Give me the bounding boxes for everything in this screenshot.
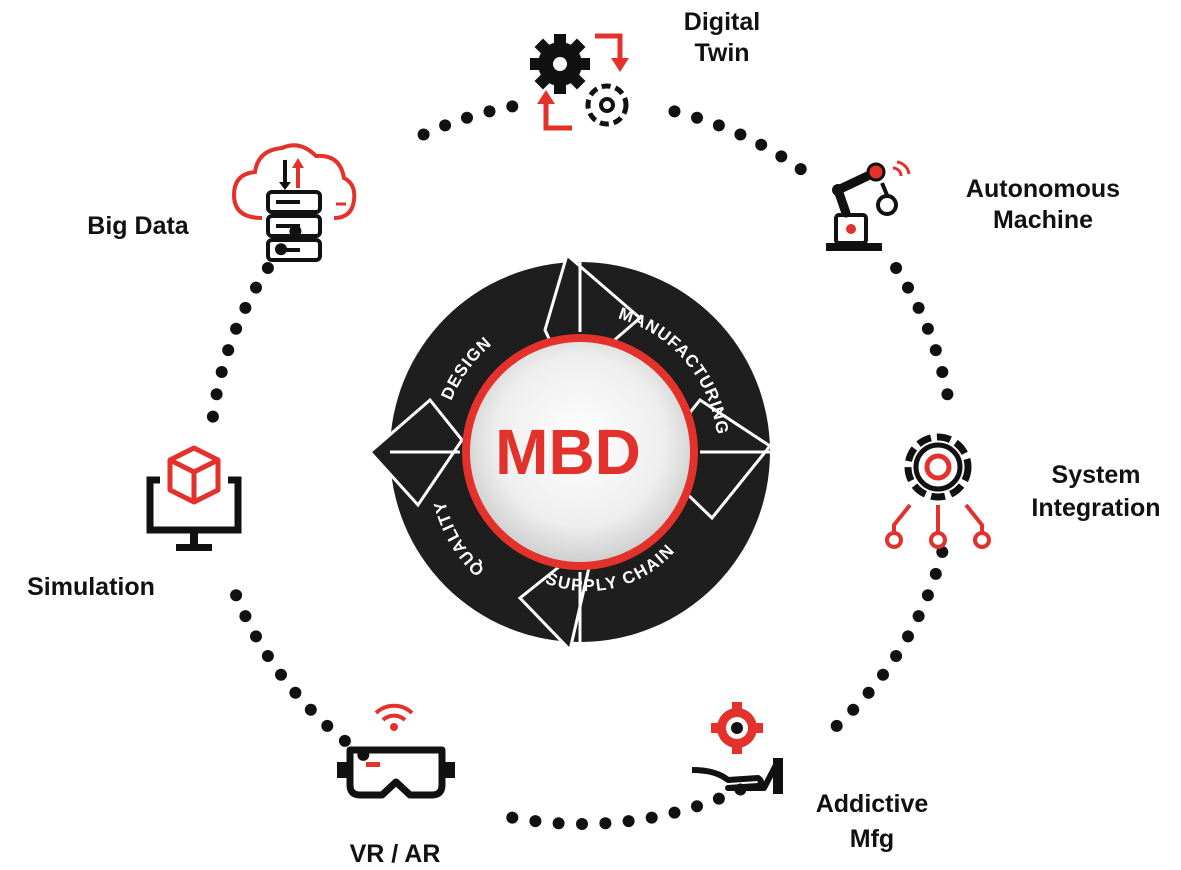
ring-dot — [862, 686, 875, 699]
gears-sync-icon — [530, 33, 629, 131]
ring-dot — [902, 281, 914, 294]
ring-dot — [668, 105, 681, 118]
ring-dot — [483, 105, 496, 118]
node-simulation: Simulation — [27, 573, 155, 601]
ring-dot — [902, 630, 914, 643]
ring-dot — [210, 388, 223, 401]
vr-headset-icon — [337, 703, 455, 799]
ring-dot — [921, 322, 934, 335]
ring-dot — [691, 800, 703, 813]
hand-gear-icon — [691, 702, 783, 794]
cycle-wheel: MBD DESIGN MANUFACTURING SUPPLY CHAIN QU… — [367, 252, 773, 654]
ring-dot — [338, 734, 351, 747]
ring-dot — [529, 815, 542, 828]
node-big-data: Big Data — [87, 212, 190, 240]
ring-dot — [794, 163, 807, 176]
center-disc — [470, 342, 690, 562]
ring-dot — [712, 119, 725, 132]
ring-dot — [890, 262, 903, 274]
ring-dot — [215, 366, 228, 378]
robot-arm-icon — [826, 160, 911, 251]
ring-dot — [929, 567, 942, 580]
monitor-cube-icon — [146, 445, 242, 551]
ring-dot — [304, 703, 317, 716]
ring-dot — [552, 817, 565, 830]
ring-dot — [830, 719, 843, 732]
ring-dot — [230, 589, 243, 602]
ring-dot — [230, 322, 243, 335]
center-label: MBD — [495, 416, 641, 488]
ring-dot — [417, 128, 430, 141]
ring-dot — [775, 150, 788, 163]
gear-circuit-icon — [885, 433, 991, 549]
ring-dot — [261, 262, 274, 274]
ring-dot — [755, 138, 768, 151]
ring-dot — [206, 410, 219, 423]
ring-dot — [506, 811, 519, 824]
ring-dot — [321, 719, 334, 732]
ring-dot — [261, 650, 274, 662]
ring-dot — [929, 344, 942, 357]
cloud-database-icon — [231, 143, 357, 262]
ring-dot — [941, 388, 954, 401]
ring-dot — [890, 650, 903, 662]
ring-dot — [921, 589, 934, 602]
ring-dot — [506, 100, 519, 113]
ring-dot — [599, 817, 612, 830]
ring-dot — [847, 703, 860, 716]
node-vr-ar: VR / AR — [350, 840, 441, 868]
ring-dot — [461, 111, 473, 124]
ring-dot — [289, 686, 302, 699]
ring-dot — [912, 610, 925, 623]
ring-dot — [877, 668, 889, 681]
ring-dot — [250, 281, 262, 294]
ring-dot — [239, 301, 252, 314]
ring-dot — [622, 815, 635, 828]
ring-dot — [691, 111, 703, 124]
ring-dot — [222, 344, 235, 357]
ring-dot — [439, 119, 452, 132]
ring-dot — [668, 806, 681, 819]
ring-dot — [576, 818, 588, 830]
ring-dot — [936, 366, 949, 378]
ring-dot — [912, 301, 925, 314]
ring-dot — [239, 610, 252, 623]
dotted-ring — [206, 100, 954, 830]
ring-dot — [645, 811, 658, 824]
ring-dot — [275, 668, 287, 681]
ring-dot — [250, 630, 262, 643]
ring-dot — [936, 546, 949, 558]
ring-dot — [734, 128, 747, 141]
ring-dot — [712, 792, 725, 805]
